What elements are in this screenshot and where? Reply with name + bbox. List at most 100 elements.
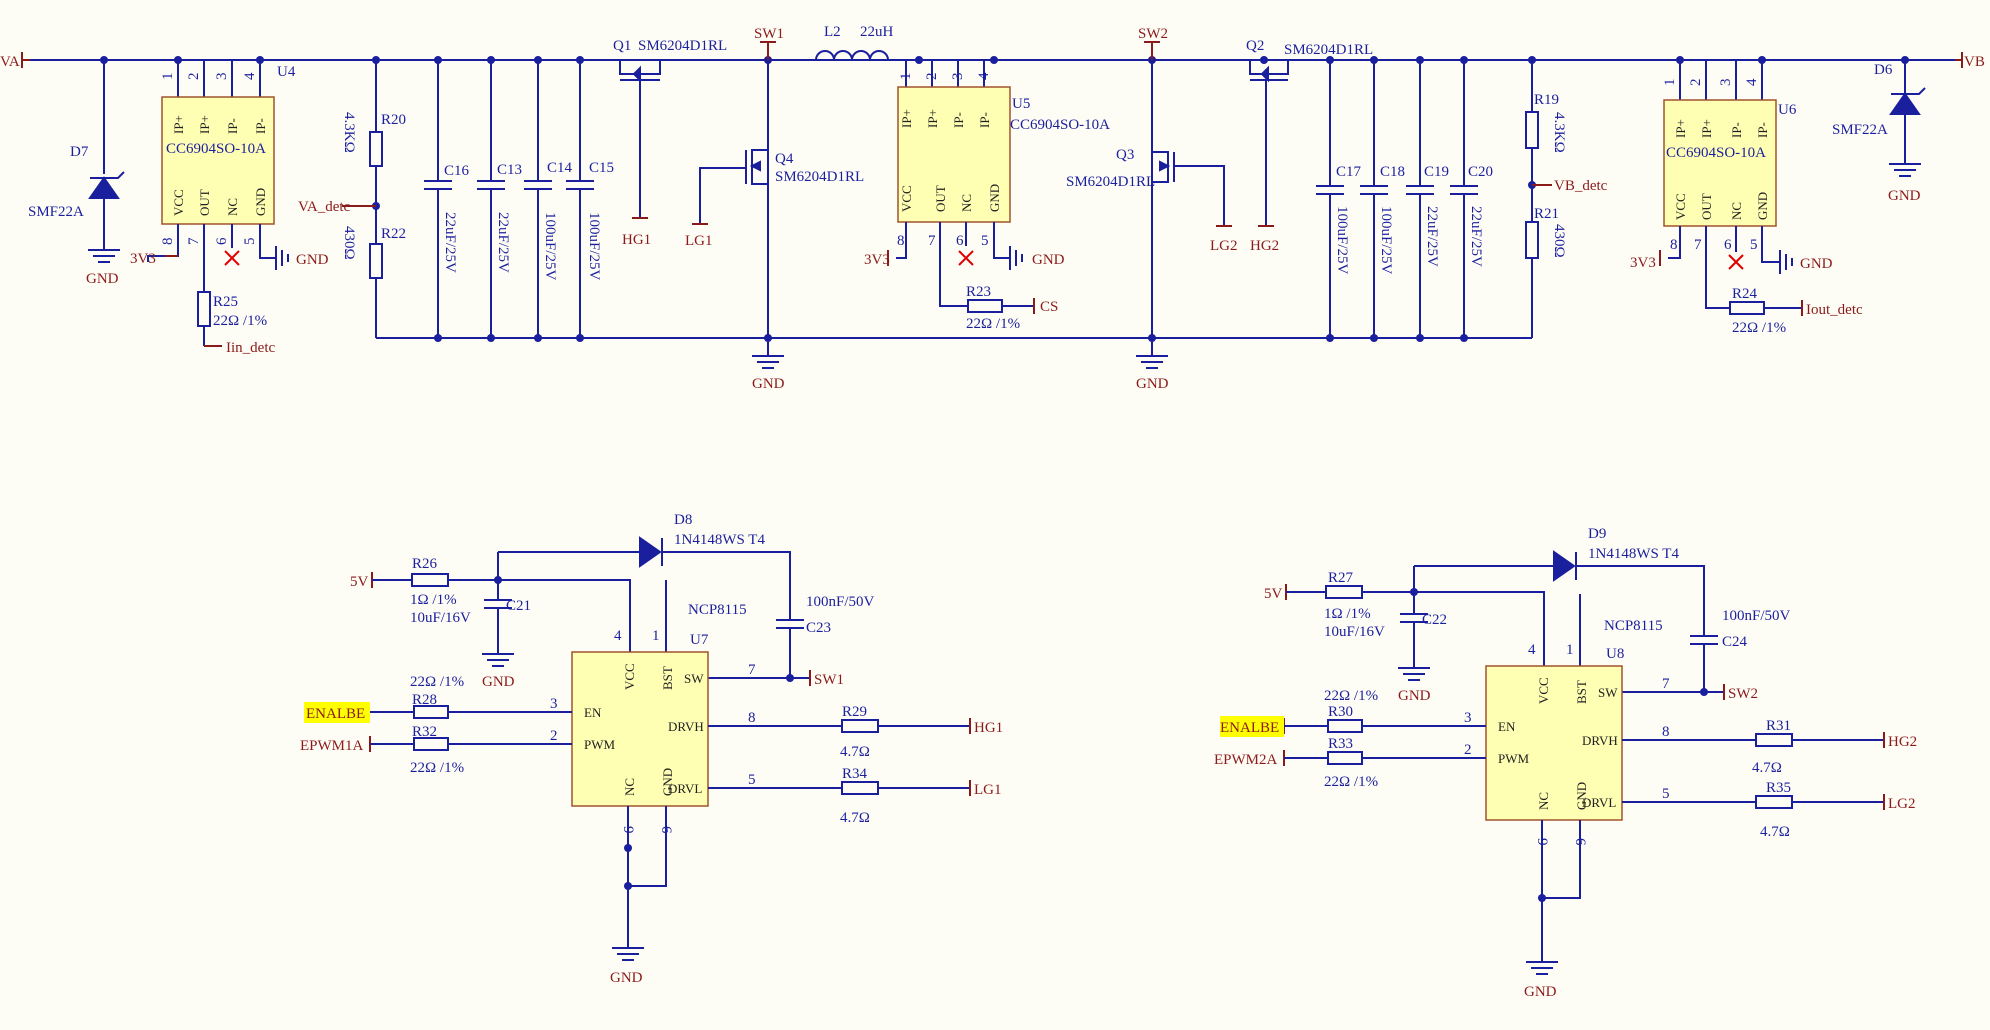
u7-pin-num-gnd: 6 xyxy=(658,826,674,834)
u7-pin-gnd: GND xyxy=(660,768,675,796)
r29-value: 4.7Ω xyxy=(840,744,870,760)
input-caps xyxy=(424,60,594,338)
u8-pin-sw: SW xyxy=(1598,685,1618,700)
r28-value: 22Ω /1% xyxy=(410,674,464,690)
r22-designator: R22 xyxy=(381,226,406,242)
u7-gnd-label: GND xyxy=(610,970,643,986)
enalbe-highlight-u7 xyxy=(304,702,370,723)
u8-lg2-label: LG2 xyxy=(1888,796,1916,812)
u4-bottom-pin-gnd: GND xyxy=(253,188,268,216)
q1-value: SM6204D1RL xyxy=(638,38,727,54)
u8-pin-en: EN xyxy=(1498,719,1516,734)
u5-pin-num-7: 7 xyxy=(928,233,936,249)
r23 xyxy=(967,298,1035,314)
u6-top-pin-3: IP- xyxy=(1729,122,1744,138)
r32-designator: R32 xyxy=(412,724,437,740)
r24-designator: R24 xyxy=(1732,286,1758,302)
q2-designator: Q2 xyxy=(1246,38,1264,54)
iout-detc-label: Iout_detc xyxy=(1806,302,1863,318)
cs-label: CS xyxy=(1040,299,1058,315)
c17-designator: C17 xyxy=(1336,164,1362,180)
u5-pin-num-6: 6 xyxy=(956,233,964,249)
sw1-label: SW1 xyxy=(754,26,784,42)
u6-pin-num-7: 7 xyxy=(1694,237,1702,253)
c19-value: 22uF/25V xyxy=(1424,206,1440,267)
u4-pin-num-6: 6 xyxy=(214,237,230,245)
q3-value: SM6204D1RL xyxy=(1066,174,1155,190)
u4-3v3-label: 3V3 xyxy=(130,251,156,267)
u6-part: CC6904SO-10A xyxy=(1666,145,1766,161)
enalbe-highlight-u8 xyxy=(1220,716,1284,737)
q3-designator: Q3 xyxy=(1116,147,1134,163)
q1-hg1-label: HG1 xyxy=(622,232,651,248)
c18-designator: C18 xyxy=(1380,164,1405,180)
c16-designator: C16 xyxy=(444,163,470,179)
r25-value: 22Ω /1% xyxy=(213,313,267,329)
q2-mosfet xyxy=(1249,60,1289,227)
r34-designator: R34 xyxy=(842,766,868,782)
u8-5v-label: 5V xyxy=(1264,586,1283,602)
sw1-node xyxy=(760,41,776,60)
u6-pin-num-5: 5 xyxy=(1750,237,1758,253)
net-va: VA xyxy=(0,54,20,70)
u5-gnd-label: GND xyxy=(1032,252,1065,268)
u8-gnd-label: GND xyxy=(1524,984,1557,1000)
u4-pin-num-5: 5 xyxy=(242,238,258,246)
u6-cc6904 xyxy=(1659,60,1793,309)
u8-designator: U8 xyxy=(1606,646,1624,662)
r21-value: 430Ω xyxy=(1551,224,1567,258)
u7-pin-num-vcc: 4 xyxy=(614,628,622,644)
u4-pin-num-7: 7 xyxy=(186,237,202,245)
u7-pin-num-drvh: 8 xyxy=(748,710,756,726)
c22-value: 10uF/16V xyxy=(1324,624,1385,640)
gnd-sw1-label: GND xyxy=(752,376,785,392)
u8-epwm2a-label: EPWM2A xyxy=(1214,752,1278,768)
u5-cc6904 xyxy=(887,60,1023,307)
u7-pin-num-bst: 1 xyxy=(652,628,660,644)
u4-top-pin-3: IP- xyxy=(225,118,240,134)
d6-gnd-label: GND xyxy=(1888,188,1921,204)
d7-value: SMF22A xyxy=(28,204,84,220)
u6-bottom-pin-out: OUT xyxy=(1699,193,1714,220)
r30-value: 22Ω /1% xyxy=(1324,688,1378,704)
u6-pin-num-4: 4 xyxy=(1744,78,1760,86)
u5-pin-num-2: 2 xyxy=(924,73,940,81)
r27-designator: R27 xyxy=(1328,570,1354,586)
u7-designator: U7 xyxy=(690,632,709,648)
u4-pin-num-3: 3 xyxy=(214,73,230,81)
u8-pin-num-pwm: 2 xyxy=(1464,742,1472,758)
u5-pin-num-3: 3 xyxy=(950,73,966,81)
c21-gnd-label: GND xyxy=(482,674,515,690)
c24-designator: C24 xyxy=(1722,634,1748,650)
u7-pin-num-en: 3 xyxy=(550,696,558,712)
u5-top-pin-4: IP- xyxy=(977,112,992,128)
c21-value: 10uF/16V xyxy=(410,610,471,626)
u4-designator: U4 xyxy=(277,64,296,80)
u8-hg2-label: HG2 xyxy=(1888,734,1917,750)
sw2-label: SW2 xyxy=(1138,26,1168,42)
r31-value: 4.7Ω xyxy=(1752,760,1782,776)
u4-bottom-pin-out: OUT xyxy=(197,189,212,216)
q1-mosfet xyxy=(619,60,661,219)
u5-part: CC6904SO-10A xyxy=(1010,117,1110,133)
c17-value: 100uF/25V xyxy=(1334,206,1350,275)
u7-lg1-label: LG1 xyxy=(974,782,1002,798)
u8-pin-num-en: 3 xyxy=(1464,710,1472,726)
u8-pin-pwm: PWM xyxy=(1498,751,1530,766)
c13-value: 22uF/25V xyxy=(495,212,511,273)
u8-pin-num-vcc: 4 xyxy=(1528,642,1536,658)
q1-designator: Q1 xyxy=(613,38,631,54)
u7-pin-num-pwm: 2 xyxy=(550,728,558,744)
u6-gnd-label: GND xyxy=(1800,256,1833,272)
u5-bottom-pin-gnd: GND xyxy=(987,184,1002,212)
output-caps xyxy=(1316,60,1478,338)
r23-value: 22Ω /1% xyxy=(966,316,1020,332)
iin-detc-label: Iin_detc xyxy=(226,340,275,356)
net-vb: VB xyxy=(1964,54,1985,70)
r21-designator: R21 xyxy=(1534,206,1559,222)
u6-top-pin-1: IP+ xyxy=(1673,119,1688,138)
r33-value: 22Ω /1% xyxy=(1324,774,1378,790)
r29-designator: R29 xyxy=(842,704,867,720)
r19-designator: R19 xyxy=(1534,92,1559,108)
l2-designator: L2 xyxy=(824,24,841,40)
